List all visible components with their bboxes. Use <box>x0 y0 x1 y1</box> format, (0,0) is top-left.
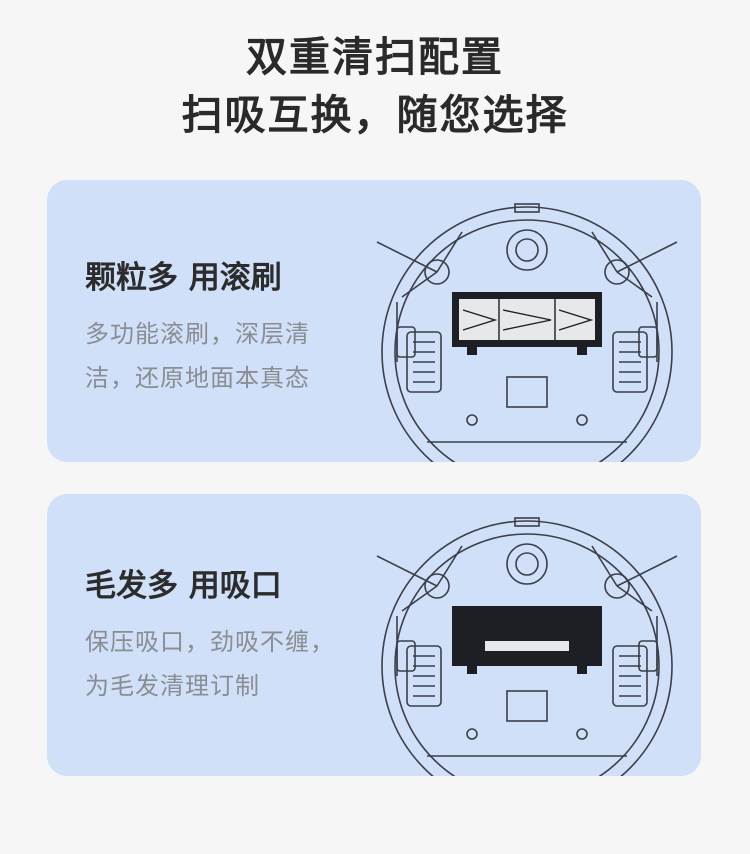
robot-vacuum-icon <box>376 203 678 462</box>
card-text: 颗粒多 用滚刷 多功能滚刷，深层清洁，还原地面本真态 <box>85 258 355 400</box>
headline-line-2: 扫吸互换，随您选择 <box>181 91 569 139</box>
feature-card-suction-inlet: 毛发多 用吸口 保压吸口，劲吸不缠，为毛发清理订制 <box>47 494 701 776</box>
card-title: 颗粒多 用滚刷 <box>85 260 282 296</box>
card-description: 多功能滚刷，深层清洁，还原地面本真态 <box>85 320 310 392</box>
card-description: 保压吸口，劲吸不缠，为毛发清理订制 <box>85 628 335 700</box>
card-text: 毛发多 用吸口 保压吸口，劲吸不缠，为毛发清理订制 <box>85 566 355 708</box>
headline-line-1: 双重清扫配置 <box>246 33 504 81</box>
headline: 双重清扫配置 扫吸互换，随您选择 <box>0 28 750 144</box>
robot-vacuum-icon <box>376 517 678 776</box>
card-title: 毛发多 用吸口 <box>85 568 282 604</box>
robot-bottom-suction-inlet-illustration <box>367 516 687 776</box>
robot-bottom-roller-brush-illustration <box>367 202 687 462</box>
feature-card-roller-brush: 颗粒多 用滚刷 多功能滚刷，深层清洁，还原地面本真态 <box>47 180 701 462</box>
